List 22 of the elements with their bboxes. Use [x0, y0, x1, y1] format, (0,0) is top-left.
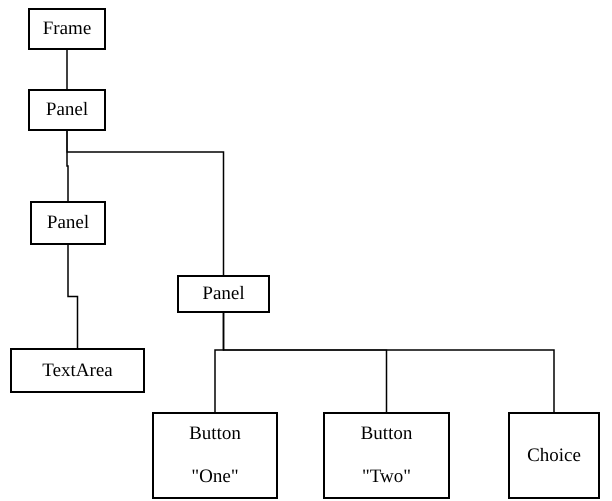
box-label: Panel [46, 211, 90, 235]
box-label: Button [189, 422, 241, 446]
class-box [323, 412, 450, 499]
class-box [177, 275, 270, 313]
connector-line [66, 50, 68, 89]
class-box [28, 89, 106, 131]
box-label: Panel [202, 282, 245, 306]
class-box [30, 201, 106, 245]
connector-line [222, 313, 555, 412]
box-label: Panel [46, 98, 88, 122]
box-label: TextArea [42, 358, 113, 382]
box-label: "One" [191, 465, 239, 489]
box-label: Button [360, 422, 412, 446]
box-label: "Two" [362, 465, 411, 489]
box-label: Choice [527, 444, 581, 468]
class-box [10, 348, 145, 393]
class-box [508, 412, 600, 499]
box-label: Frame [42, 17, 92, 41]
connector-line [67, 245, 78, 348]
connector-line [66, 131, 224, 275]
class-box [152, 412, 278, 499]
class-box [28, 8, 106, 50]
